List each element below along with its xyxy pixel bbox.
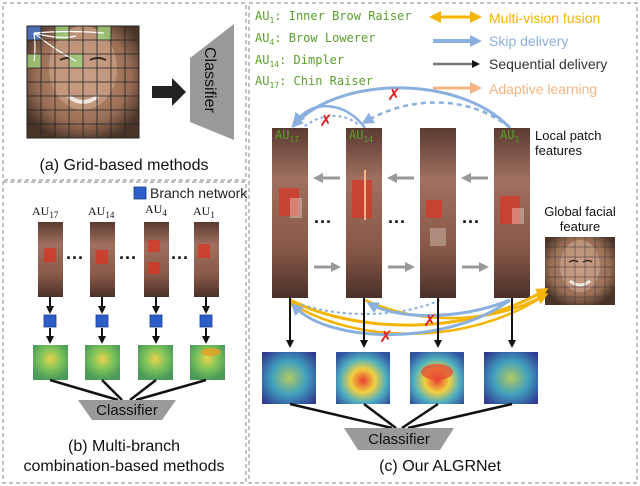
svg-text:AU4: AU4 — [145, 202, 167, 218]
top-skip-arcs — [291, 86, 512, 131]
local-patch-label-2: features — [535, 143, 582, 158]
legend-multi-vision-fusion: Multi-vision fusion — [429, 10, 600, 26]
svg-text:Skip delivery: Skip delivery — [489, 33, 568, 49]
panel-a-arrow — [152, 78, 186, 106]
panel-c-fusion-lines — [289, 402, 513, 430]
panel-c-ellipsis-3: ··· — [462, 212, 480, 232]
svg-text:AU14: AU14 — [88, 204, 115, 220]
svg-text:Sequential delivery: Sequential delivery — [489, 56, 607, 72]
panel-b-legend-label: Branch network — [150, 185, 248, 201]
panel-c-classifier-shape — [344, 428, 454, 450]
panel-a-caption: (a) Grid-based methods — [40, 157, 209, 174]
global-feature-label-1: Global facial — [544, 204, 616, 219]
panel-a-classifier-label: Classifier — [201, 47, 218, 113]
legend-sequential-delivery: Sequential delivery — [433, 56, 607, 72]
panel-c-heatmaps — [262, 352, 538, 404]
panel-c-ellipsis-1: ··· — [314, 212, 332, 232]
panel-b-frame — [2, 181, 247, 484]
panel-c-patch-strips — [272, 128, 530, 298]
global-feature-label-2: feature — [560, 219, 600, 234]
local-patch-label-1: Local patch — [535, 128, 602, 143]
panel-b-heatmaps — [33, 345, 225, 380]
legend-skip-delivery: Skip delivery — [433, 33, 568, 49]
panel-c-au-legend: AU1: Inner Brow Raiser AU4: Brow Lowerer… — [255, 9, 412, 90]
panel-b-classifier-shape — [78, 400, 176, 420]
panel-c-down-arrows — [286, 298, 516, 348]
panel-b-au-labels: AU17 AU14 AU4 AU1 — [32, 202, 215, 220]
panel-a-classifier-shape — [190, 24, 234, 140]
bottom-fusion-curves — [288, 287, 549, 336]
panel-b-classifier-label: Classifier — [96, 402, 158, 419]
panel-b-fusion-lines — [49, 378, 207, 402]
global-face-image — [545, 237, 615, 305]
svg-text:AU17: AU17 — [32, 204, 59, 220]
svg-text:AU1: AU1 — [500, 128, 519, 144]
svg-text:AU14: AU14 — [349, 128, 373, 144]
panel-a-grid-face — [26, 25, 140, 139]
panel-c-caption: (c) Our ALGRNet — [379, 458, 501, 475]
svg-text:AU1: Inner Brow Raiser: AU1: Inner Brow Raiser — [255, 9, 412, 25]
svg-text:Multi-vision fusion: Multi-vision fusion — [489, 10, 600, 26]
panel-c-ellipsis-2: ··· — [388, 212, 406, 232]
cross-mark-bottom-1: ✗ — [423, 313, 436, 330]
svg-text:AU4: Brow Lowerer: AU4: Brow Lowerer — [255, 31, 375, 47]
panel-b-ellipsis-1: ··· — [66, 248, 84, 268]
cross-mark-top-2: ✗ — [319, 113, 332, 130]
panel-a-frame — [2, 2, 247, 181]
panel-b-ellipsis-2: ··· — [119, 248, 137, 268]
panel-b-strips — [38, 222, 219, 297]
panel-b-caption-line2: combination-based methods — [23, 458, 224, 475]
cross-mark-top-1: ✗ — [387, 87, 400, 104]
panel-b-branch-cubes — [43, 314, 213, 328]
cross-mark-bottom-2: ✗ — [379, 329, 392, 346]
panel-b-caption-line1: (b) Multi-branch — [68, 438, 180, 455]
svg-text:AU14: Dimpler: AU14: Dimpler — [255, 53, 344, 69]
panel-c-patch-labels: AU17 AU14 AU1 — [275, 128, 519, 144]
panel-c-classifier-label: Classifier — [368, 431, 430, 448]
legend-adaptive-learning: Adaptive learning — [433, 81, 597, 97]
svg-text:AU17: AU17 — [275, 128, 299, 144]
panel-b-ellipsis-3: ··· — [171, 248, 189, 268]
svg-text:AU1: AU1 — [193, 204, 215, 220]
branch-network-icon — [133, 186, 147, 200]
panel-b-branch-arrows — [46, 297, 210, 344]
svg-text:Adaptive learning: Adaptive learning — [489, 81, 597, 97]
svg-text:AU17: Chin Raiser: AU17: Chin Raiser — [255, 74, 373, 90]
